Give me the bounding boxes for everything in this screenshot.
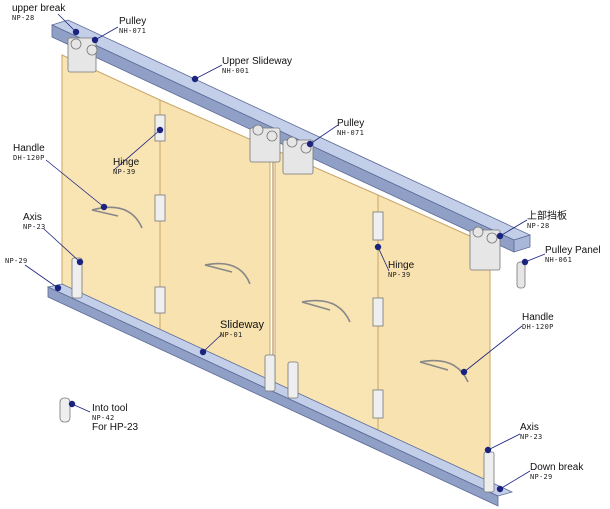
label-handle-right: Handle DH-120P (522, 312, 554, 331)
label-axis-left: Axis NP-23 (23, 212, 46, 231)
label-code: NP-23 (23, 223, 46, 231)
label-title: Pulley (119, 16, 147, 27)
label-code: NP-28 (527, 222, 550, 230)
door-panels (61, 54, 491, 489)
label-code: NP-29 (530, 473, 553, 481)
callout-dot (496, 485, 504, 493)
callout-dot (156, 126, 164, 134)
label-code: NP-29 (5, 257, 28, 265)
label-hinge-left: Hinge NP-39 (113, 157, 139, 176)
label-hinge-right: Hinge NP-39 (388, 260, 414, 279)
axis-parts (59, 257, 495, 493)
label-title: Handle (522, 312, 554, 323)
label-np29-left: NP-29 (5, 257, 28, 265)
label-title: Hinge (388, 260, 415, 271)
pulley-carriers (67, 37, 526, 289)
label-into-tool: Into tool NP-42 For HP-23 (92, 403, 138, 433)
label-handle-left: Handle DH-120P (13, 143, 45, 162)
label-code: DH-120P (522, 323, 554, 331)
label-code: NP-01 (220, 331, 243, 339)
label-code: NP-42 (92, 414, 115, 422)
label-upper-slideway: Upper Slideway NH-001 (222, 56, 292, 75)
label-top-stop-cn: 上部挡板 NP-28 (527, 211, 567, 230)
leader-lines (24, 13, 546, 490)
label-code: NP-28 (12, 14, 35, 22)
label-code: NP-39 (113, 168, 136, 176)
label-title: Axis (23, 212, 42, 223)
label-code: NH-071 (119, 27, 147, 35)
callout-dot (306, 140, 314, 148)
callout-dot (521, 258, 529, 266)
callout-dot (460, 368, 468, 376)
label-down-break: Down break NP-29 (530, 462, 583, 481)
callout-dot (374, 243, 382, 251)
label-title: Pulley Panel (545, 245, 601, 256)
label-title: Handle (13, 143, 45, 154)
label-axis-right: Axis NP-23 (520, 422, 543, 441)
label-code: NH-001 (222, 67, 250, 75)
label-title: Hinge (113, 157, 140, 168)
label-title: 上部挡板 (527, 211, 567, 222)
label-pulley-mid: Pulley NH-071 (337, 118, 364, 137)
upper-rail (50, 19, 532, 253)
label-pulley-panel: Pulley Panel NH-061 (545, 245, 601, 264)
label-title: Upper Slideway (222, 56, 293, 67)
label-pulley-top: Pulley NH-071 (119, 16, 146, 35)
callout-dots (54, 28, 529, 493)
callout-dot (199, 348, 207, 356)
callout-dot (54, 284, 62, 292)
callout-dot (72, 28, 80, 36)
callout-dot (496, 232, 504, 240)
label-slideway: Slideway NP-01 (220, 319, 264, 339)
label-title: Slideway (220, 319, 265, 331)
label-title: upper break (12, 3, 66, 14)
label-code: NP-23 (520, 433, 543, 441)
label-title: Pulley (337, 118, 365, 129)
callout-dot (484, 446, 492, 454)
label-title: Axis (520, 422, 539, 433)
label-upper-break: upper break NP-28 (12, 3, 65, 22)
callout-dot (100, 203, 108, 211)
label-code: NH-071 (337, 129, 365, 137)
label-title: Down break (530, 462, 584, 473)
label-title: Into tool (92, 403, 128, 414)
lower-rail (46, 283, 514, 507)
callout-dot (68, 400, 76, 408)
label-code: NH-061 (545, 256, 573, 264)
label-note: For HP-23 (92, 422, 139, 433)
callout-dot (191, 75, 199, 83)
callout-dot (91, 36, 99, 44)
callout-dot (76, 258, 84, 266)
label-code: DH-120P (13, 154, 45, 162)
label-code: NP-39 (388, 271, 411, 279)
handles (91, 206, 469, 383)
